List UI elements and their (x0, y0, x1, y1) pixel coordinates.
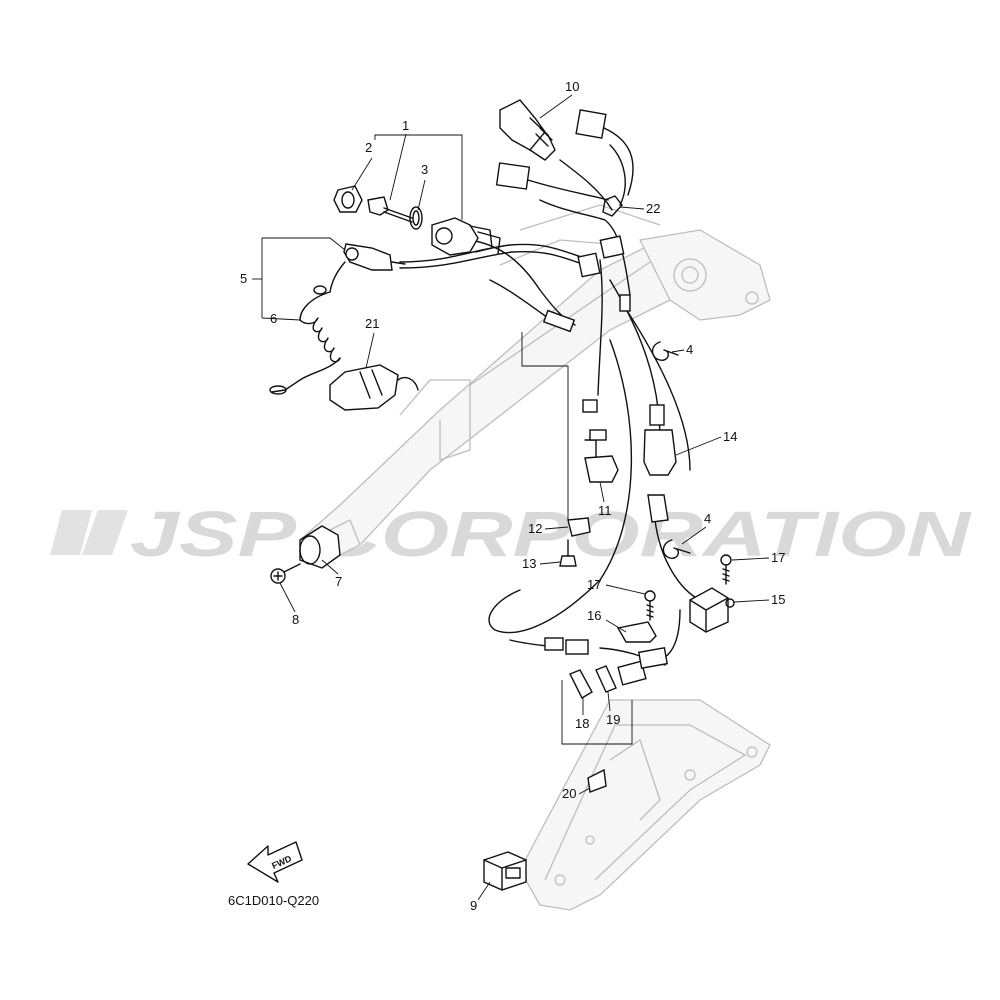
callout-13: 13 (522, 556, 561, 571)
bottom-cowling-outline (519, 699, 771, 911)
part-8-screw (270, 563, 301, 584)
part-15-relay (689, 587, 735, 633)
callout-17a-label: 17 (587, 577, 601, 592)
callout-14-label: 14 (723, 429, 737, 444)
callout-12: 12 (528, 521, 569, 536)
callout-13-label: 13 (522, 556, 536, 571)
callout-11: 11 (598, 481, 612, 518)
callout-15-label: 15 (771, 592, 785, 607)
callout-2: 2 (351, 140, 373, 191)
part-1-main-switch (367, 196, 501, 256)
callout-1-label: 1 (402, 118, 409, 133)
callout-2-label: 2 (365, 140, 372, 155)
callout-8-label: 8 (292, 612, 299, 627)
part-5-stop-switch (343, 243, 406, 271)
callout-1: 1 (389, 118, 409, 201)
part-21-grip (329, 364, 419, 411)
callout-6-label: 6 (270, 311, 277, 326)
part-16-bracket (616, 621, 657, 643)
callout-4b: 4 (681, 511, 711, 545)
part-4-clip-upper (651, 341, 679, 361)
callout-5-label: 5 (240, 271, 247, 286)
handle-connectors (542, 235, 631, 333)
callout-11-label: 11 (598, 503, 612, 518)
callout-12-label: 12 (528, 521, 542, 536)
steering-arm-outline (298, 204, 771, 561)
callout-18-label: 18 (575, 716, 589, 731)
wire-connectors-lower (544, 637, 669, 686)
callout-17a: 17 (587, 577, 646, 595)
fwd-arrow: FWD (247, 841, 303, 883)
callout-16: 16 (587, 608, 627, 633)
callout-19-label: 19 (606, 712, 620, 727)
callout-15: 15 (733, 592, 785, 607)
callout-17b-label: 17 (771, 550, 785, 565)
callout-18: 18 (575, 698, 589, 731)
callout-7: 7 (321, 559, 342, 589)
group-brackets (261, 134, 633, 745)
callout-4a: 4 (671, 342, 693, 357)
callout-4a-label: 4 (686, 342, 693, 357)
callout-21-label: 21 (365, 316, 379, 331)
callout-3-label: 3 (421, 162, 428, 177)
callout-7-label: 7 (335, 574, 342, 589)
callout-4b-label: 4 (704, 511, 711, 526)
callout-22: 22 (619, 201, 660, 216)
part-18-grommet (569, 669, 593, 699)
part-22-clamp (602, 195, 623, 217)
part-4-clip-lower (662, 539, 691, 559)
callout-6: 6 (270, 311, 277, 326)
callout-10-label: 10 (565, 79, 579, 94)
callout-21: 21 (365, 316, 379, 369)
part-17-screw-a (644, 590, 656, 621)
callout-19: 19 (606, 691, 620, 727)
callout-17b: 17 (731, 550, 785, 565)
part-14-connector (643, 404, 677, 523)
callout-20: 20 (562, 786, 591, 801)
watermark-text: JSP CORPORATION (130, 498, 972, 570)
part-17-screw-b (720, 554, 732, 585)
callout-3: 3 (417, 162, 428, 211)
drawing-code: 6C1D010-Q220 (228, 893, 319, 908)
callout-14: 14 (675, 429, 737, 456)
part-6-lanyard (269, 261, 346, 395)
callout-22-label: 22 (646, 201, 660, 216)
callout-10: 10 (539, 79, 579, 119)
callout-8: 8 (279, 582, 299, 627)
part-7-end-cap (299, 525, 341, 569)
part-2-cap (333, 185, 363, 213)
part-10-harness-plug (495, 99, 634, 201)
callout-9: 9 (470, 881, 491, 913)
callout-9-label: 9 (470, 898, 477, 913)
part-19-grommet (595, 665, 617, 693)
part-12-bracket (567, 517, 591, 537)
part-11-connector (582, 399, 619, 483)
part-13-bolt (559, 539, 577, 567)
watermark: JSP CORPORATION (50, 498, 972, 570)
part-3-o-ring (409, 206, 423, 230)
callout-16-label: 16 (587, 608, 601, 623)
fwd-arrow-icon (247, 841, 303, 883)
callouts: 1 2 3 4 4 5 6 7 8 (240, 79, 785, 913)
callout-20-label: 20 (562, 786, 576, 801)
part-20-plate (587, 768, 607, 793)
watermark-logo-mark (50, 510, 128, 555)
part-9-housing (483, 851, 527, 891)
callout-5: 5 (240, 271, 262, 286)
